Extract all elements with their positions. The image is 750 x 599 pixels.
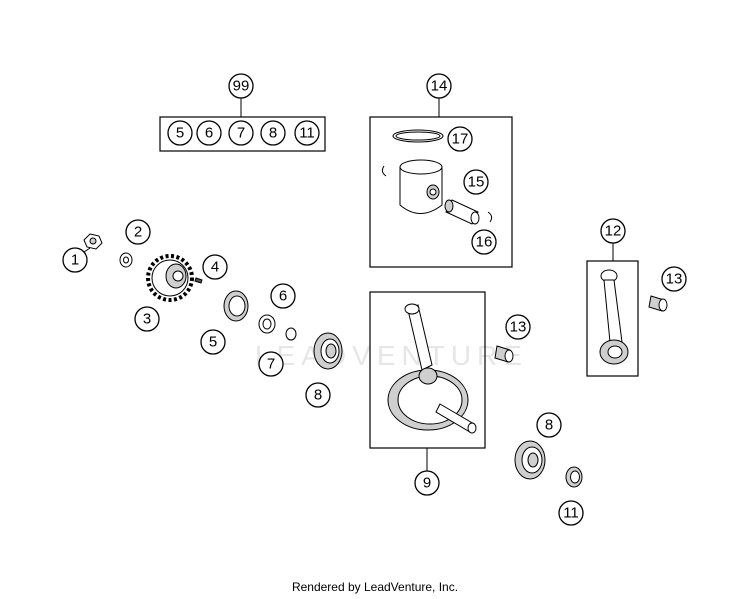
svg-text:6: 6 (279, 288, 287, 305)
needle-bearing-center (494, 345, 514, 363)
woodruff-key (194, 277, 203, 284)
needle-bearing-right (648, 295, 668, 312)
callout-13-center[interactable]: 13 (505, 314, 531, 340)
piston (399, 159, 443, 214)
callout-4[interactable]: 4 (202, 254, 228, 280)
callout-99[interactable]: 99 (228, 73, 254, 99)
callout-9[interactable]: 9 (414, 470, 440, 496)
callout-3[interactable]: 3 (134, 306, 160, 332)
svg-text:7: 7 (267, 356, 275, 373)
kit-item-5[interactable]: 5 (167, 120, 193, 146)
callout-8-right[interactable]: 8 (536, 412, 562, 438)
svg-text:7: 7 (237, 125, 245, 142)
callout-13-right[interactable]: 13 (661, 266, 687, 292)
svg-text:11: 11 (299, 125, 315, 142)
callout-16[interactable]: 16 (471, 229, 497, 255)
crankshaft-group: 9 (369, 291, 486, 496)
callout-14[interactable]: 14 (426, 73, 452, 99)
svg-text:11: 11 (563, 505, 579, 522)
circlip-right (487, 211, 493, 223)
kit-group: 99 5 6 7 8 11 (159, 73, 326, 152)
piston-group: 14 17 15 16 (369, 73, 513, 268)
connecting-rod (599, 269, 629, 365)
primary-gear (146, 254, 194, 302)
kit-item-6[interactable]: 6 (196, 120, 222, 146)
nut (83, 233, 103, 250)
svg-text:5: 5 (176, 125, 184, 142)
svg-text:14: 14 (431, 78, 448, 95)
svg-text:15: 15 (468, 174, 485, 191)
footer-credit: Rendered by LeadVenture, Inc. (291, 580, 459, 594)
callout-15[interactable]: 15 (463, 169, 489, 195)
svg-text:17: 17 (452, 131, 469, 148)
svg-text:4: 4 (211, 259, 219, 276)
svg-text:3: 3 (143, 311, 151, 328)
svg-text:2: 2 (134, 224, 142, 241)
main-bearing-left (313, 332, 343, 370)
main-bearing-right (514, 440, 546, 480)
svg-text:99: 99 (233, 78, 250, 95)
svg-text:8: 8 (314, 387, 322, 404)
piston-box (369, 116, 513, 268)
kit-box (159, 116, 326, 152)
kit-item-11[interactable]: 11 (294, 120, 320, 146)
callout-12[interactable]: 12 (600, 218, 626, 244)
svg-text:13: 13 (666, 271, 683, 288)
svg-text:8: 8 (269, 125, 277, 142)
callout-5[interactable]: 5 (200, 329, 226, 355)
svg-text:1: 1 (71, 252, 79, 269)
circlip-left (381, 165, 387, 177)
svg-text:5: 5 (209, 334, 217, 351)
shaft-seal-right (565, 466, 583, 488)
svg-text:13: 13 (510, 319, 527, 336)
svg-text:8: 8 (545, 417, 553, 434)
svg-text:6: 6 (205, 125, 213, 142)
connecting-rod-group: 12 (586, 218, 639, 377)
svg-text:12: 12 (605, 223, 622, 240)
callout-17[interactable]: 17 (447, 126, 473, 152)
piston-pin (444, 199, 480, 225)
callout-2[interactable]: 2 (125, 219, 151, 245)
kit-item-8[interactable]: 8 (260, 120, 286, 146)
callout-8-left[interactable]: 8 (305, 382, 331, 408)
kit-item-7[interactable]: 7 (228, 120, 254, 146)
crankshaft (387, 303, 477, 434)
callout-11[interactable]: 11 (558, 500, 584, 526)
svg-text:9: 9 (423, 475, 431, 492)
callout-7[interactable]: 7 (258, 351, 284, 377)
callout-1[interactable]: 1 (62, 247, 88, 273)
retaining-ring (285, 327, 297, 341)
svg-text:16: 16 (476, 234, 493, 251)
watermark: LEADVENTURE (255, 340, 528, 371)
shaft-seal (223, 290, 249, 322)
callout-6[interactable]: 6 (270, 283, 296, 309)
